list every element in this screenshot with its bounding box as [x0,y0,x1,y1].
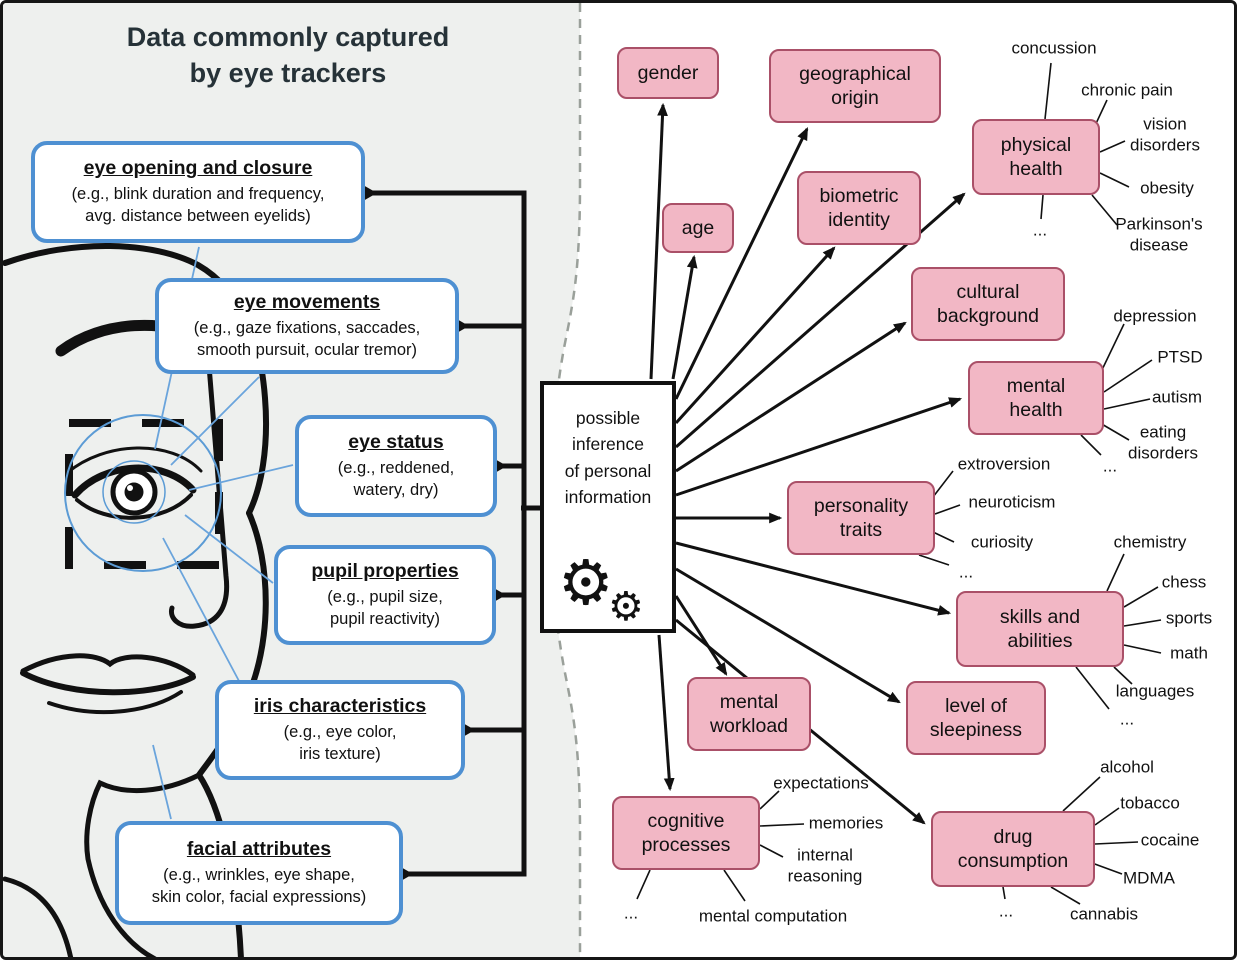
example-cannabis: cannabis [1069,904,1139,924]
example-internal-reasoning: internal reasoning [787,845,863,885]
inference-node-drug-consumption: drug consumption [931,811,1095,887]
captured-detail: (e.g., gaze fixations, saccades, smooth … [193,319,421,359]
captured-detail: (e.g., blink duration and frequency, avg… [71,185,325,225]
inference-node-cognitive-processes: cognitive processes [612,796,760,870]
eye-upper-lid [71,464,197,499]
example-vision-disorders: vision disorders [1130,114,1200,154]
example-drug-more: ... [998,901,1014,921]
inference-node-level-of-sleepiness: level of sleepiness [906,681,1046,755]
example-sports: sports [1165,608,1213,628]
example-cocaine: cocaine [1140,830,1200,850]
inference-node-cultural-background: cultural background [911,267,1065,341]
example-depression: depression [1113,306,1197,326]
example-memories: memories [808,813,884,833]
inference-node-physical-health: physical health [972,119,1100,195]
inference-node-age: age [662,203,734,253]
captured-heading: eye opening and closure [83,157,313,180]
inference-node-gender: gender [617,47,719,99]
example-extroversion: extroversion [957,454,1051,474]
captured-box-eye-opening-and-closure: eye opening and closure (e.g., blink dur… [31,141,365,243]
example-eating-disorders: eating disorders [1128,422,1198,462]
lower-lip [47,690,183,715]
captured-detail: (e.g., pupil size, pupil reactivity) [327,588,443,628]
example-connectors [636,62,1162,905]
example-alcohol: alcohol [1100,757,1154,777]
inference-node-mental-workload: mental workload [687,677,811,751]
captured-detail: (e.g., wrinkles, eye shape, skin color, … [151,866,367,906]
example-tobacco: tobacco [1120,793,1180,813]
captured-box-eye-status: eye status (e.g., reddened, watery, dry) [295,415,497,517]
example-ptsd: PTSD [1157,347,1203,367]
example-personality-more: ... [958,562,974,582]
captured-box-pupil-properties: pupil properties (e.g., pupil size, pupi… [274,545,496,645]
inference-node-personality-traits: personality traits [787,481,935,555]
example-expectations: expectations [773,773,869,793]
captured-box-eye-movements: eye movements (e.g., gaze fixations, sac… [155,278,459,374]
example-physical-health-more: ... [1032,220,1048,240]
captured-box-facial-attributes: facial attributes (e.g., wrinkles, eye s… [115,821,403,925]
example-chemistry: chemistry [1113,532,1187,552]
gaze-circles [64,414,222,572]
example-parkinsons-disease: Parkinson's disease [1115,214,1203,254]
captured-heading: pupil properties [311,560,459,583]
example-mental-health-more: ... [1102,456,1118,476]
example-languages: languages [1115,681,1195,701]
gear-icon: ⚙ [608,585,644,629]
captured-heading: eye status [348,431,444,454]
example-neuroticism: neuroticism [968,492,1056,512]
example-obesity: obesity [1140,178,1194,198]
example-chess: chess [1161,572,1207,592]
example-cognitive-more: ... [623,903,639,923]
mouth-line [20,670,196,696]
example-autism: autism [1151,387,1203,407]
inference-engine-label: possible inference of personal informati… [564,408,652,507]
captured-heading: facial attributes [186,838,332,861]
captured-detail: (e.g., eye color, iris texture) [283,723,397,763]
example-concussion: concussion [1011,38,1097,58]
upper-lip [20,653,196,678]
example-skills-more: ... [1119,709,1135,729]
gear-icon: ⚙ [558,549,614,618]
example-math: math [1170,643,1208,663]
inference-node-skills-and-abilities: skills and abilities [956,591,1124,667]
captured-heading: iris characteristics [253,695,427,718]
example-curiosity: curiosity [970,532,1034,552]
eye-tracker-frame-icon [65,419,223,569]
captured-detail: (e.g., reddened, watery, dry) [337,459,455,499]
capture-connectors [361,190,542,877]
captured-heading: eye movements [233,291,381,314]
eye-lower-lid [75,493,193,520]
example-mdma: MDMA [1123,868,1175,888]
example-chronic-pain: chronic pain [1081,80,1173,100]
inference-node-biometric-identity: biometric identity [797,171,921,245]
captured-box-iris-characteristics: iris characteristics (e.g., eye color, i… [215,680,465,780]
inference-node-mental-health: mental health [968,361,1104,435]
example-mental-computation: mental computation [698,906,848,926]
diagram-title: Data commonly captured by eye trackers [126,22,450,89]
inference-node-geographical-origin: geographical origin [769,49,941,123]
pupil [124,482,144,502]
inference-engine-box: possible inference of personal informati… [540,381,676,633]
